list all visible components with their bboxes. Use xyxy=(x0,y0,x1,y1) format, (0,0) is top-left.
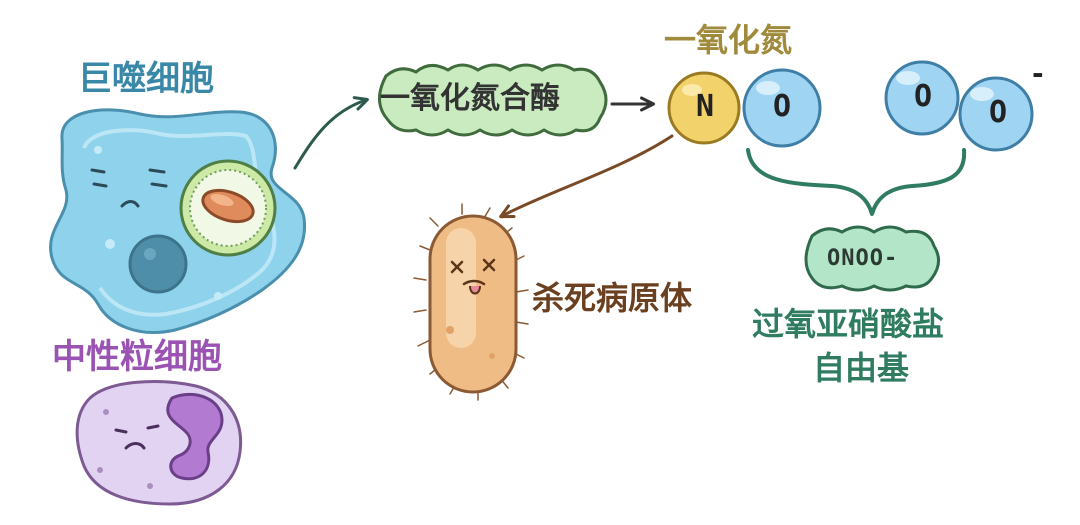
neutrophil-label: 中性粒细胞 xyxy=(52,337,222,377)
enzyme-bubble xyxy=(378,63,608,137)
arrow-right-icon xyxy=(293,96,369,170)
neutrophil-cell xyxy=(75,380,243,506)
kill-pathogen-label: 杀死病原体 xyxy=(532,279,693,317)
atom-o1-letter: O xyxy=(772,89,792,124)
macrophage-label: 巨噬细胞 xyxy=(78,59,214,99)
neutrophil-face-icon xyxy=(114,424,160,450)
curly-brace-icon xyxy=(746,148,967,216)
negative-charge-sign: - xyxy=(1032,57,1044,90)
phagosome xyxy=(179,159,277,257)
dizzy-face-icon xyxy=(450,258,496,286)
macrophage-cell xyxy=(49,108,307,334)
enzyme-label: 一氧化氮合酶 xyxy=(380,81,560,116)
atom-n-letter: N xyxy=(695,89,715,124)
atom-o3-letter: O xyxy=(988,95,1008,130)
onoo-bubble xyxy=(804,225,940,292)
atom-o2-letter: O xyxy=(913,79,933,114)
pathogen-bacterium xyxy=(413,203,529,401)
arrow-right-icon xyxy=(499,134,674,219)
sad-face-icon xyxy=(90,168,168,208)
onoo-formula-label: ONOO- xyxy=(827,246,899,271)
free-radical-label: 自由基 xyxy=(813,349,910,387)
macrophage-nucleus xyxy=(128,234,188,294)
peroxynitrite-label: 过氧亚硝酸盐 xyxy=(752,305,945,343)
nitric-oxide-label: 一氧化氮 xyxy=(664,21,793,59)
